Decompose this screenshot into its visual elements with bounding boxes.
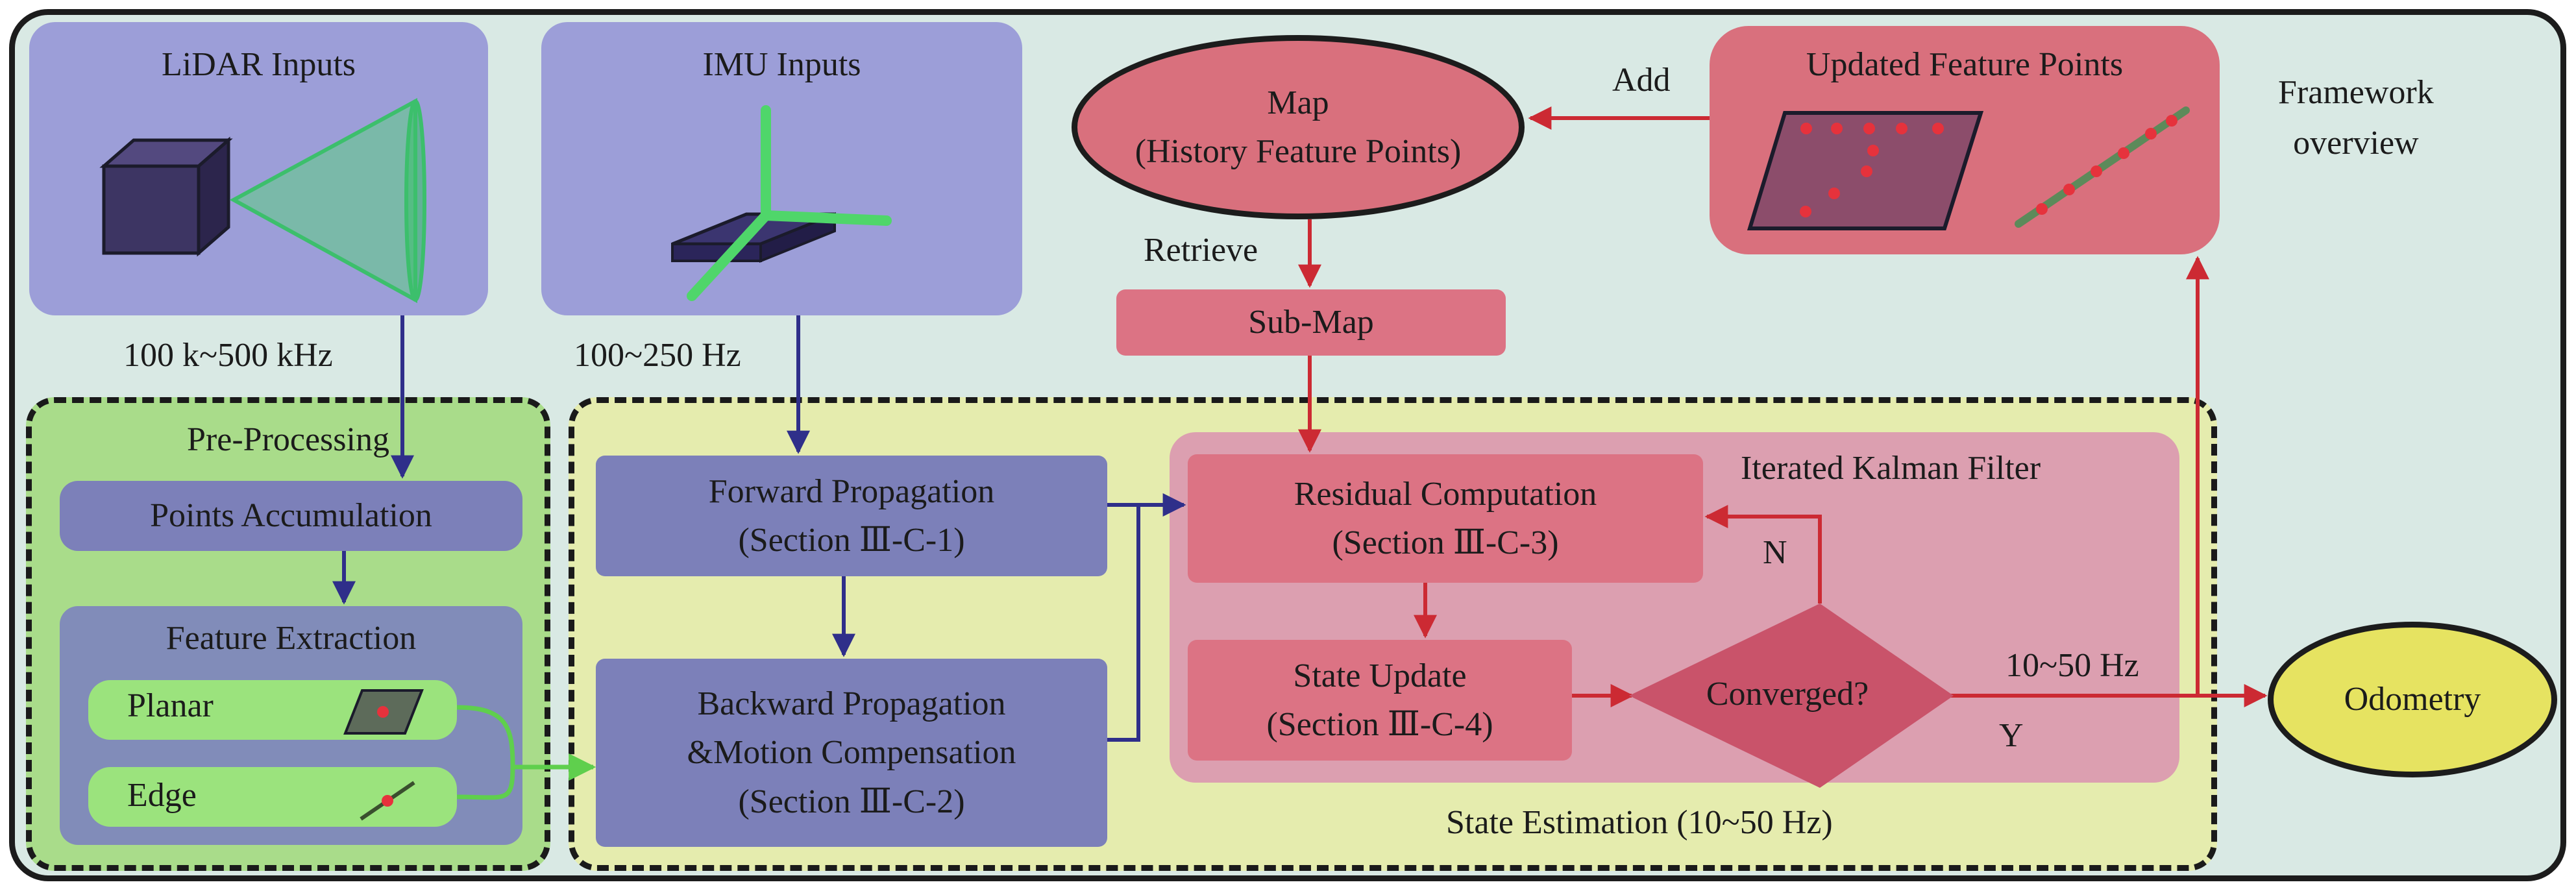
imu-inputs-title: IMU Inputs	[702, 46, 861, 83]
planar-feature-icon	[343, 689, 424, 735]
state-update-title: State Update	[1293, 657, 1467, 694]
lidar-rate-label: 100 k~500 kHz	[123, 337, 333, 374]
state-update-node: State Update (Section Ⅲ-C-4)	[1188, 640, 1572, 761]
imu-inputs-box: IMU Inputs	[541, 22, 1022, 315]
map-node: Map (History Feature Points)	[1072, 35, 1525, 219]
add-label: Add	[1612, 62, 1671, 99]
residual-computation-title: Residual Computation	[1294, 475, 1597, 513]
backward-propagation-title: Backward Propagation	[697, 685, 1006, 722]
updated-plane-points-icon	[1747, 111, 1984, 230]
backward-propagation-subtitle: &Motion Compensation	[687, 734, 1016, 772]
converged-label: Converged?	[1706, 676, 1869, 713]
framework-label-line1: Framework	[2278, 74, 2434, 111]
imu-sensor-icon	[671, 105, 892, 301]
state-update-section: (Section Ⅲ-C-4)	[1266, 706, 1493, 743]
planar-label: Planar	[127, 687, 214, 724]
sub-map-node: Sub-Map	[1116, 289, 1506, 356]
lidar-inputs-title: LiDAR Inputs	[162, 46, 356, 83]
state-estimation-title: State Estimation (10~50 Hz)	[1446, 804, 1833, 841]
forward-propagation-node: Forward Propagation (Section Ⅲ-C-1)	[596, 456, 1107, 576]
converged-decision-node	[1629, 604, 1954, 788]
residual-computation-section: (Section Ⅲ-C-3)	[1332, 524, 1559, 561]
backward-to-residual-arrow	[1107, 505, 1140, 742]
edge-feature-icon	[360, 781, 415, 821]
output-rate-label: 10~50 Hz	[2006, 647, 2139, 684]
edge-label: Edge	[127, 777, 197, 814]
map-subtitle: (History Feature Points)	[1135, 133, 1462, 170]
backward-propagation-node: Backward Propagation &Motion Compensatio…	[596, 659, 1107, 847]
updated-edge-points-icon	[2015, 106, 2190, 228]
lidar-sensor-icon	[99, 97, 426, 304]
points-accumulation-label: Points Accumulation	[150, 497, 432, 535]
framework-label-line2: overview	[2293, 125, 2419, 162]
forward-propagation-section: (Section Ⅲ-C-1)	[738, 522, 965, 559]
iterated-kalman-filter-title: Iterated Kalman Filter	[1741, 450, 2041, 487]
updated-feature-points-title: Updated Feature Points	[1806, 46, 2124, 83]
no-branch-label: N	[1763, 534, 1787, 571]
features-to-backward-arrow	[456, 705, 515, 800]
retrieve-label: Retrieve	[1144, 232, 1258, 269]
framework-overview-label: Framework overview	[2278, 67, 2434, 169]
feature-extraction-title: Feature Extraction	[166, 620, 417, 657]
imu-rate-label: 100~250 Hz	[574, 337, 741, 374]
map-title: Map	[1267, 84, 1329, 121]
yes-branch-label: Y	[1999, 717, 2024, 754]
residual-computation-node: Residual Computation (Section Ⅲ-C-3)	[1188, 454, 1703, 583]
odometry-node: Odometry	[2268, 622, 2557, 777]
pre-processing-title: Pre-Processing	[187, 421, 389, 458]
odometry-label: Odometry	[2344, 681, 2481, 718]
converged-no-loop-arrow	[1704, 505, 1822, 604]
backward-propagation-section: (Section Ⅲ-C-2)	[738, 783, 965, 820]
points-accumulation-node: Points Accumulation	[60, 481, 522, 551]
forward-propagation-title: Forward Propagation	[708, 472, 995, 510]
sub-map-label: Sub-Map	[1248, 304, 1374, 341]
